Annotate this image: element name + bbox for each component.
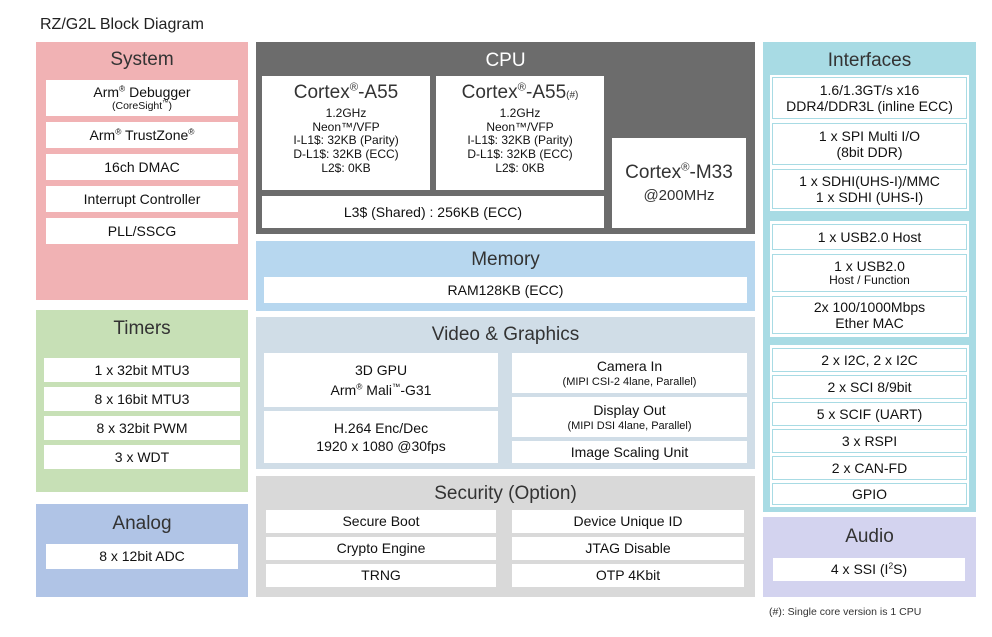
serial-item: 2 x CAN-FD xyxy=(772,456,967,480)
adc-block: 8 x 12bit ADC xyxy=(46,544,238,569)
arm-debugger-block: Arm® Debugger (CoreSight™) xyxy=(46,80,238,116)
usb2-line1: 1 x USB2.0 xyxy=(834,258,905,275)
ether-line1: 2x 100/1000Mbps xyxy=(813,298,926,315)
video-title: Video & Graphics xyxy=(431,324,580,345)
ddr-block: 1.6/1.3GT/s x16 DDR4/DDR3L (inline ECC) xyxy=(772,77,967,119)
memory-title: Memory xyxy=(471,249,540,270)
interfaces-section: Interfaces 1.6/1.3GT/s x16 DDR4/DDR3L (i… xyxy=(763,42,976,512)
timer-item: 8 x 16bit MTU3 xyxy=(44,387,240,411)
core2-freq: 1.2GHz xyxy=(499,105,541,120)
core1-name: Cortex®-A55 xyxy=(293,81,399,103)
security-title: Security (Option) xyxy=(434,483,577,504)
interfaces-memory-group: 1.6/1.3GT/s x16 DDR4/DDR3L (inline ECC) … xyxy=(769,74,970,212)
core2-name: Cortex®-A55(#) xyxy=(461,81,579,103)
usb-host-function-block: 1 x USB2.0 Host / Function xyxy=(772,254,967,292)
interfaces-title: Interfaces xyxy=(827,50,912,71)
h264-line1: H.264 Enc/Dec xyxy=(333,419,429,436)
footnote: (#): Single core version is 1 CPU xyxy=(769,606,922,618)
timers-section: Timers 1 x 32bit MTU3 8 x 16bit MTU3 8 x… xyxy=(36,310,248,492)
ddr-line2: DDR4/DDR3L (inline ECC) xyxy=(786,98,953,114)
ddr-line1: 1.6/1.3GT/s x16 xyxy=(819,81,920,98)
timer-item: 8 x 32bit PWM xyxy=(44,416,240,440)
camera-line2: (MIPI CSI-2 4lane, Parallel) xyxy=(562,375,697,388)
camera-line1: Camera In xyxy=(596,357,663,374)
gpu-block: 3D GPU Arm® Mali™-G31 xyxy=(264,353,498,407)
core1-il1: I-L1$: 32KB (Parity) xyxy=(293,133,399,148)
serial-item: 3 x RSPI xyxy=(772,429,967,453)
spi-multi-io-block: 1 x SPI Multi I/O (8bit DDR) xyxy=(772,123,967,165)
interfaces-serial-group: 2 x I2C, 2 x I2C 2 x SCI 8/9bit 5 x SCIF… xyxy=(769,344,970,508)
core2-il1: I-L1$: 32KB (Parity) xyxy=(467,133,573,148)
jtag-disable-block: JTAG Disable xyxy=(512,537,744,560)
video-graphics-section: Video & Graphics 3D GPU Arm® Mali™-G31 H… xyxy=(256,317,755,469)
display-out-block: Display Out (MIPI DSI 4lane, Parallel) xyxy=(512,397,747,437)
sdhi-line2: 1 x SDHI (UHS-I) xyxy=(815,189,924,205)
spi-line1: 1 x SPI Multi I/O xyxy=(818,127,921,144)
interfaces-connectivity-group: 1 x USB2.0 Host 1 x USB2.0 Host / Functi… xyxy=(769,220,970,338)
analog-section: Analog 8 x 12bit ADC xyxy=(36,504,248,597)
serial-item: 2 x I2C, 2 x I2C xyxy=(772,348,967,372)
core1-freq: 1.2GHz xyxy=(325,105,367,120)
arm-debugger-line1: Arm® Debugger xyxy=(93,83,191,100)
gpu-line2: Arm® Mali™-G31 xyxy=(330,380,432,398)
timers-title: Timers xyxy=(113,318,171,339)
core2-l2: L2$: 0KB xyxy=(495,161,545,176)
otp-block: OTP 4Kbit xyxy=(512,564,744,587)
display-line2: (MIPI DSI 4lane, Parallel) xyxy=(567,419,692,432)
trng-block: TRNG xyxy=(266,564,496,587)
m33-name: Cortex®-M33 xyxy=(625,161,733,183)
core1-dl1: D-L1$: 32KB (ECC) xyxy=(293,147,399,162)
core1-l2: L2$: 0KB xyxy=(321,161,371,176)
core2-neon: Neon™/VFP xyxy=(486,119,554,134)
ether-line2: Ether MAC xyxy=(835,315,904,331)
diagram-title: RZ/G2L Block Diagram xyxy=(40,16,204,33)
memory-section: Memory RAM128KB (ECC) xyxy=(256,241,755,311)
serial-item: 2 x SCI 8/9bit xyxy=(772,375,967,399)
sdhi-block: 1 x SDHI(UHS-I)/MMC 1 x SDHI (UHS-I) xyxy=(772,169,967,209)
l3-cache-block: L3$ (Shared) : 256KB (ECC) xyxy=(262,196,604,228)
system-section: System Arm® Debugger (CoreSight™) Arm® T… xyxy=(36,42,248,300)
h264-block: H.264 Enc/Dec 1920 x 1080 @30fps xyxy=(264,411,498,463)
timer-item: 3 x WDT xyxy=(44,445,240,469)
system-title: System xyxy=(110,49,174,70)
arm-debugger-line2: (CoreSight™) xyxy=(112,99,172,113)
display-line1: Display Out xyxy=(593,401,666,418)
pll-sscg-block: PLL/SSCG xyxy=(46,218,238,244)
timer-item: 1 x 32bit MTU3 xyxy=(44,358,240,382)
audio-title: Audio xyxy=(845,526,894,547)
image-scaling-block: Image Scaling Unit xyxy=(512,441,747,463)
cortex-a55-core1: Cortex®-A55 1.2GHz Neon™/VFP I-L1$: 32KB… xyxy=(262,76,430,190)
gpu-line1: 3D GPU xyxy=(354,362,408,379)
serial-item: 5 x SCIF (UART) xyxy=(772,402,967,426)
serial-item: GPIO xyxy=(772,483,967,505)
usb2-line2: Host / Function xyxy=(829,273,910,288)
h264-line2: 1920 x 1080 @30fps xyxy=(316,438,446,454)
cortex-m33-block: Cortex®-M33 @200MHz xyxy=(612,138,746,228)
core1-neon: Neon™/VFP xyxy=(312,119,380,134)
security-section: Security (Option) Secure Boot Crypto Eng… xyxy=(256,476,755,597)
usb-host-block: 1 x USB2.0 Host xyxy=(772,224,967,250)
ether-mac-block: 2x 100/1000Mbps Ether MAC xyxy=(772,296,967,334)
ssi-block: 4 x SSI (I2S) xyxy=(773,558,965,581)
cpu-title: CPU xyxy=(485,50,526,71)
cortex-a55-core2: Cortex®-A55(#) 1.2GHz Neon™/VFP I-L1$: 3… xyxy=(436,76,604,190)
crypto-engine-block: Crypto Engine xyxy=(266,537,496,560)
cpu-section: CPU Cortex®-A55 1.2GHz Neon™/VFP I-L1$: … xyxy=(256,42,755,234)
core2-dl1: D-L1$: 32KB (ECC) xyxy=(467,147,573,162)
analog-title: Analog xyxy=(112,513,172,534)
m33-freq: @200MHz xyxy=(643,186,715,204)
secure-boot-block: Secure Boot xyxy=(266,510,496,533)
device-unique-id-block: Device Unique ID xyxy=(512,510,744,533)
trustzone-block: Arm® TrustZone® xyxy=(46,122,238,148)
ram-block: RAM128KB (ECC) xyxy=(264,277,747,303)
interrupt-controller-block: Interrupt Controller xyxy=(46,186,238,212)
sdhi-line1: 1 x SDHI(UHS-I)/MMC xyxy=(799,172,940,189)
dmac-block: 16ch DMAC xyxy=(46,154,238,180)
camera-in-block: Camera In (MIPI CSI-2 4lane, Parallel) xyxy=(512,353,747,393)
spi-line2: (8bit DDR) xyxy=(836,144,903,160)
audio-section: Audio 4 x SSI (I2S) xyxy=(763,517,976,597)
